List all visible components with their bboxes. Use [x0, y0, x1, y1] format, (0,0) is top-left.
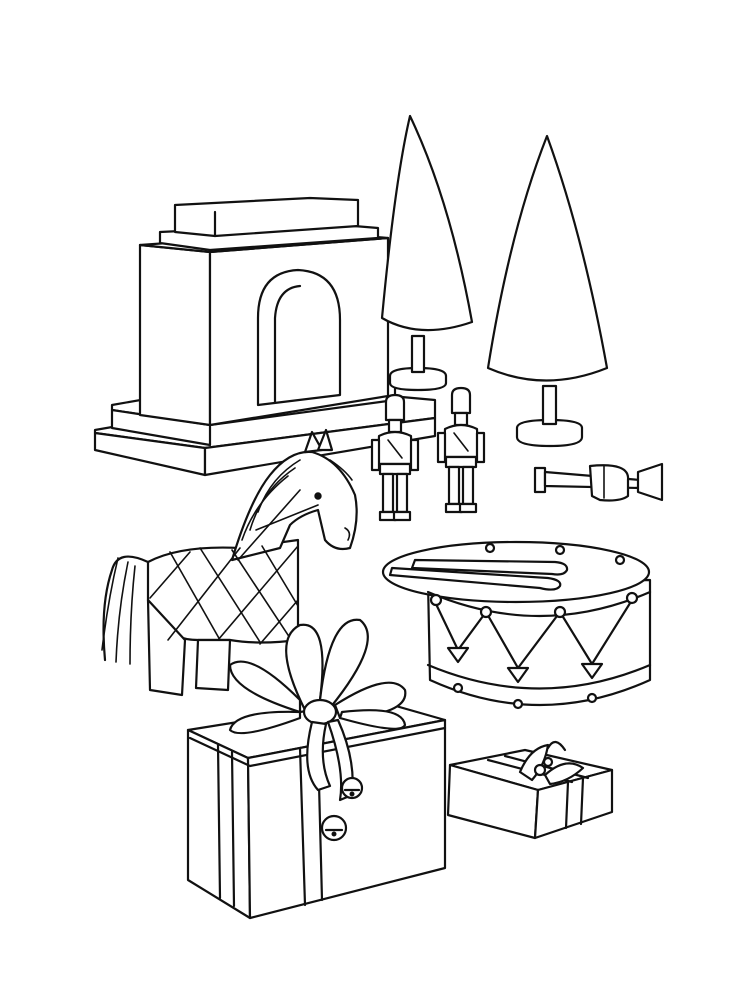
toy-soldier-right [438, 388, 484, 512]
cone-tree-right [488, 136, 607, 446]
gift-bow [230, 620, 405, 800]
rocking-horse [102, 430, 357, 695]
drumsticks [390, 560, 567, 590]
jingle-bells [322, 778, 362, 840]
small-gift-box [448, 750, 612, 838]
cone-tree-left [382, 116, 472, 390]
holly-sprig [520, 742, 583, 784]
toy-trumpet [535, 464, 662, 501]
toy-soldier-left [372, 395, 418, 520]
toy-fireplace [95, 198, 435, 475]
